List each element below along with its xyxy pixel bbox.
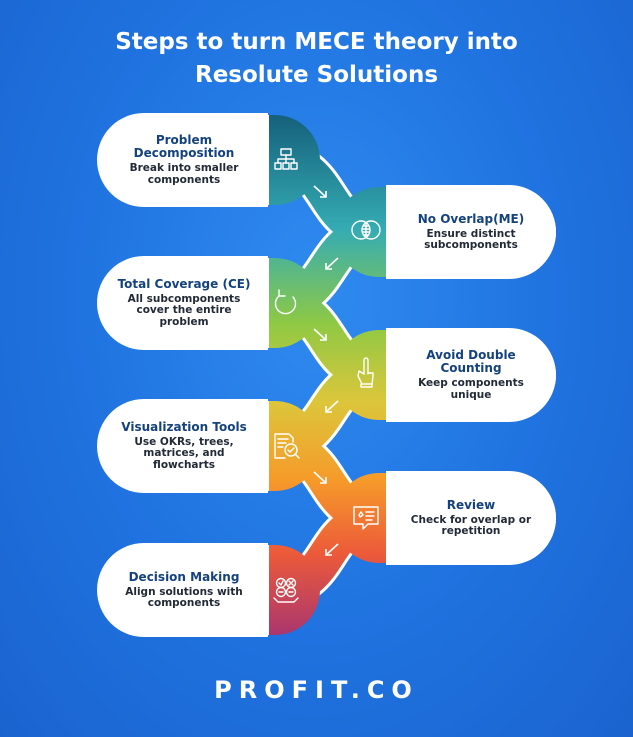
step-heading-line: Decomposition [133, 146, 235, 160]
step-heading: Review [446, 497, 496, 512]
cycle-icon [274, 289, 297, 315]
review-icon [353, 506, 379, 530]
step-description-line: repetition [441, 525, 501, 537]
arrow-2 [325, 257, 339, 270]
step-card-decision-making: Decision Making Align solutions with com… [99, 545, 269, 635]
step-description: Break into smaller components [129, 162, 239, 186]
step-description-line: components [147, 173, 221, 186]
step-card-review: Review Check for overlap or repetition [386, 473, 556, 563]
step-heading-line: Problem [155, 133, 213, 147]
step-description: Keep components unique [418, 377, 524, 401]
arrows [313, 185, 339, 556]
step-heading: Problem Decomposition [134, 134, 235, 160]
step-description-line: Break into smaller [129, 162, 239, 174]
page-title: Steps to turn MECE theory into Resolute … [0, 26, 633, 92]
step-card-avoid-double-counting: Avoid Double Counting Keep components un… [386, 330, 556, 420]
venn-icon [351, 220, 381, 240]
brand-logo: PROFIT.CO [214, 676, 419, 704]
step-description-line: flowcharts [153, 458, 215, 471]
step-heading-line: Total Coverage (CE) [117, 276, 251, 291]
decision-icon [273, 577, 299, 603]
step-heading: Visualization Tools [121, 419, 247, 434]
step-card-total-coverage: Total Coverage (CE) All subcomponents co… [99, 258, 269, 348]
step-heading-line: Avoid Double [426, 348, 516, 362]
step-card-problem-decomposition: Problem Decomposition Break into smaller… [99, 115, 269, 205]
step-heading-line: No Overlap(ME) [417, 211, 525, 226]
title-line-1: Steps to turn MECE theory into [115, 29, 518, 55]
step-card-visualization-tools: Visualization Tools Use OKRs, trees, mat… [99, 401, 269, 491]
document-magnify-icon [274, 433, 300, 459]
arrow-6 [325, 543, 339, 556]
step-description-line: All subcomponents [127, 292, 241, 305]
step-description: All subcomponents cover the entire probl… [127, 292, 241, 329]
step-description: Check for overlap or repetition [410, 513, 532, 538]
step-description-line: cover the entire [136, 304, 232, 317]
step-description-line: components [147, 597, 221, 609]
step-heading: Total Coverage (CE) [117, 276, 251, 291]
arrow-3 [313, 328, 327, 341]
step-description-line: problem [159, 315, 209, 328]
step-heading-line: Visualization Tools [121, 419, 247, 434]
hierarchy-icon [274, 148, 298, 170]
arrow-4 [325, 400, 339, 413]
step-description-line: Check for overlap or [410, 513, 532, 526]
step-heading: Decision Making [128, 569, 240, 584]
title-line-2: Resolute Solutions [194, 62, 439, 88]
arrow-5 [313, 471, 327, 484]
step-description: Use OKRs, trees, matrices, and flowchart… [134, 435, 234, 472]
step-heading: Avoid Double Counting [426, 349, 515, 375]
step-heading-line: Decision Making [128, 569, 240, 584]
step-description-line: unique [450, 388, 492, 401]
step-description: Ensure distinct subcomponents [424, 227, 518, 252]
step-heading-line: Counting [440, 361, 502, 375]
hand-point-icon [357, 357, 374, 388]
step-description-line: Ensure distinct [426, 227, 516, 240]
step-card-no-overlap: No Overlap(ME) Ensure distinct subcompon… [386, 187, 556, 277]
arrow-1 [313, 185, 327, 198]
step-description-line: Align solutions with [125, 585, 243, 598]
step-description-line: Keep components [418, 377, 524, 389]
step-heading: No Overlap(ME) [417, 211, 525, 226]
step-description: Align solutions with components [125, 585, 243, 610]
step-description-line: Use OKRs, trees, [134, 435, 234, 448]
step-description-line: subcomponents [424, 239, 518, 251]
step-heading-line: Review [446, 497, 496, 512]
step-description-line: matrices, and [143, 447, 225, 460]
